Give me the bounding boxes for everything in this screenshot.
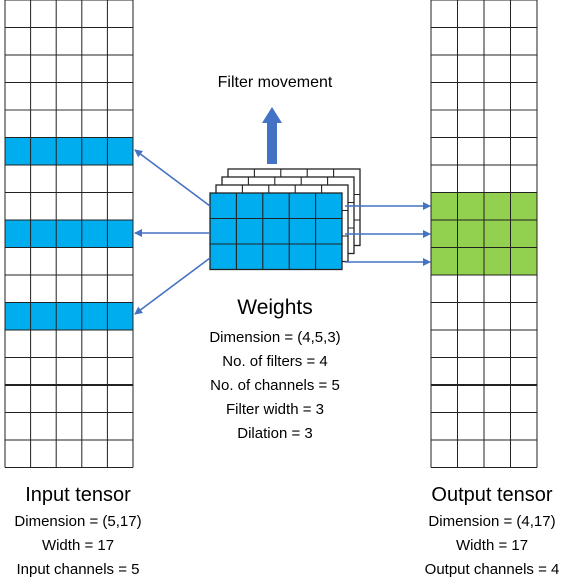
input-tensor-width: Width = 17 [41,537,115,554]
filter-movement-arrow-shaft [267,122,277,164]
weights-channels: No. of channels = 5 [210,377,340,394]
input-tensor-dimension: Dimension = (5,17) [14,513,142,530]
input-tensor-channels: Input channels = 5 [16,561,140,578]
output-tensor-channels: Output channels = 4 [424,561,560,578]
output-tensor-dimension: Dimension = (4,17) [428,513,556,530]
input-tensor-highlight-row-3 [5,302,133,330]
connector-arrow-to-input-row-1 [134,149,211,207]
filter-movement-arrow-head [262,107,282,123]
output-tensor-width: Width = 17 [455,537,529,554]
weights-front-filter [209,192,343,271]
weights-filter-width: Filter width = 3 [226,401,324,418]
weights-title: Weights [237,296,313,319]
filter-movement-label: Filter movement [217,74,333,91]
weights-dilation: Dilation = 3 [237,425,313,442]
output-tensor-title: Output tensor [431,484,553,506]
input-tensor-title: Input tensor [25,484,131,506]
weights-filters: No. of filters = 4 [222,353,328,370]
input-tensor-highlight-row-1 [5,137,133,165]
input-tensor-highlight-row-2 [5,220,133,248]
connector-arrow-to-input-row-3 [134,257,211,315]
weights-dimension: Dimension = (4,5,3) [209,329,341,346]
